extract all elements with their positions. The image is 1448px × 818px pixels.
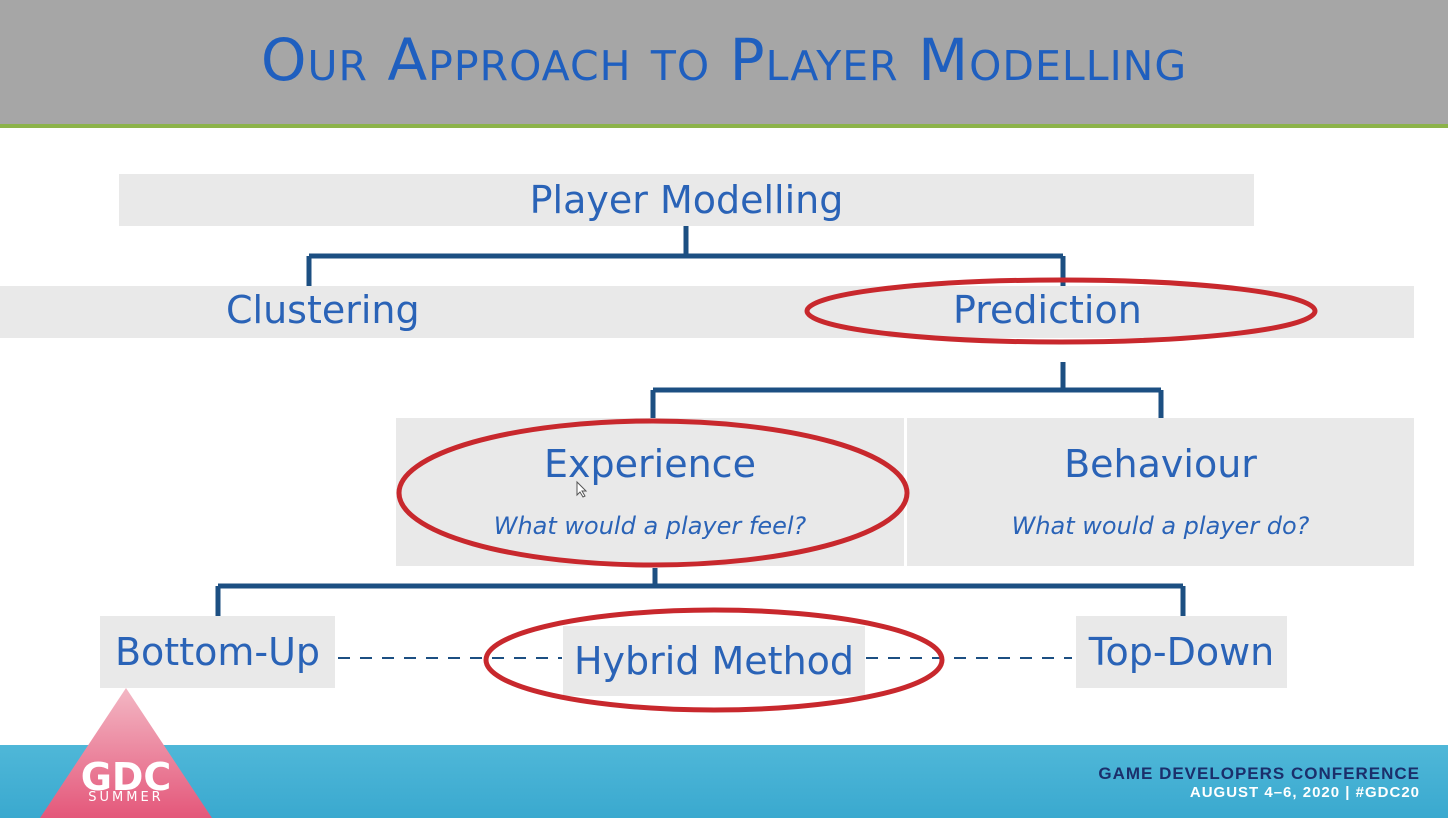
node-label: Bottom-Up [114, 630, 321, 674]
node-clustering: Clustering [226, 288, 420, 332]
node-behaviour-box [907, 418, 1414, 566]
node-behaviour-question: What would a player do? [1011, 512, 1310, 540]
node-label: Top-Down [1088, 630, 1275, 674]
title-bar [0, 0, 1448, 128]
highlight-hybrid-method [483, 607, 945, 713]
conference-name: GAME DEVELOPERS CONFERENCE [1098, 764, 1420, 783]
node-experience: Experience [544, 442, 756, 486]
highlight-prediction [804, 277, 1318, 345]
gdc-logo-subtitle: SUMMER [88, 790, 164, 805]
conference-date: AUGUST 4–6, 2020 | #GDC20 [1189, 784, 1420, 801]
connector-root [306, 226, 1066, 286]
node-top-down: Top-Down [1076, 616, 1287, 688]
node-experience-question: What would a player feel? [493, 512, 807, 540]
connector-prediction [650, 362, 1164, 418]
node-hybrid-method: Hybrid Method [563, 626, 865, 696]
node-bottom-up: Bottom-Up [100, 616, 335, 688]
node-prediction: Prediction [953, 288, 1142, 332]
node-label: Player Modelling [529, 178, 844, 222]
level1-band [0, 286, 1414, 338]
node-behaviour: Behaviour [1064, 442, 1257, 486]
connector-experience [215, 568, 1186, 616]
mouse-cursor-icon [576, 480, 588, 498]
node-player-modelling: Player Modelling [119, 174, 1254, 226]
footer-bar [0, 745, 1448, 818]
slide-title: Our Approach to Player Modelling [260, 26, 1188, 94]
gdc-logo-text: GDC [80, 755, 172, 799]
highlight-experience [396, 418, 910, 568]
node-label: Hybrid Method [573, 639, 855, 683]
